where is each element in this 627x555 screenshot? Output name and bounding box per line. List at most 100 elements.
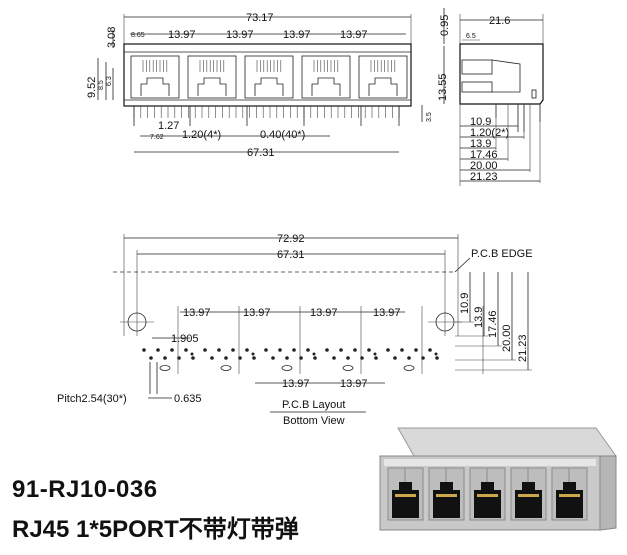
front-port-2 — [187, 55, 237, 99]
connector-render — [379, 427, 617, 531]
front-first-port-offset: 8.65 — [131, 32, 145, 39]
pcb-pad — [332, 356, 336, 360]
pcb-hole-offset: 0.635 — [174, 393, 202, 405]
front-pin-length: 3.5 — [426, 112, 433, 122]
pcb-pad — [251, 352, 255, 356]
pcb-pad — [292, 348, 296, 352]
pcb-pad — [190, 352, 194, 356]
front-pin-width-note: 1.20(4*) — [182, 129, 221, 141]
pcb-pitch-note: Pitch2.54(30*) — [57, 393, 127, 405]
front-pin-thickness-note: 0.40(40*) — [260, 129, 305, 141]
pcb-pad — [373, 352, 377, 356]
pcb-pad — [210, 356, 214, 360]
pcb-pad — [339, 348, 343, 352]
pcb-pad — [374, 356, 378, 360]
pcb-pitch-top-1: 13.97 — [183, 307, 211, 319]
pcb-pad — [312, 352, 316, 356]
side-dim-1: 10.9 — [470, 116, 491, 128]
pcb-pad — [271, 356, 275, 360]
front-port-3 — [244, 55, 294, 99]
side-dim-2: 1.20(2*) — [470, 127, 509, 139]
pcb-pad — [149, 356, 153, 360]
pcb-pad — [393, 356, 397, 360]
pcb-pitch-top-2: 13.97 — [243, 307, 271, 319]
side-depth: 21.6 — [489, 15, 510, 27]
front-port-pitch-3: 13.97 — [283, 29, 311, 41]
side-view: 21.6 0.95 6.5 13.55 10.91.20(2*)13.917.4… — [437, 8, 544, 186]
side-top-offset: 0.95 — [439, 15, 451, 36]
pcb-pad — [264, 348, 268, 352]
pcb-shield-slot — [281, 365, 293, 371]
front-port-pitch-2: 13.97 — [226, 29, 254, 41]
part-description: RJ45 1*5PORT不带灯带弹 — [12, 516, 299, 543]
pcb-pad — [184, 348, 188, 352]
pcb-pad — [191, 356, 195, 360]
pcb-pad — [156, 348, 160, 352]
pcb-pad — [217, 348, 221, 352]
front-overall-width: 73.17 — [246, 12, 274, 24]
front-height-1: 9.52 — [86, 77, 98, 98]
pcb-pitch-bottom-2: 13.97 — [340, 378, 368, 390]
pcb-edge-label: P.C.B EDGE — [471, 248, 533, 260]
pcb-pad — [245, 348, 249, 352]
pcb-pad — [428, 348, 432, 352]
pcb-pad — [285, 356, 289, 360]
side-dim-4: 17.46 — [470, 149, 498, 161]
pcb-pad — [163, 356, 167, 360]
pcb-shield-slot — [342, 365, 354, 371]
pcb-right-dim-2: 13.9 — [473, 307, 485, 328]
pcb-pad — [313, 356, 317, 360]
pcb-pad — [231, 348, 235, 352]
front-height-3: 6.3 — [106, 76, 113, 86]
pcb-pad — [434, 352, 438, 356]
pcb-pitch-bottom-1: 13.97 — [282, 378, 310, 390]
pcb-shield-slot — [159, 365, 171, 371]
pcb-pad — [386, 348, 390, 352]
front-pin-spacing: 1.27 — [158, 120, 179, 132]
pcb-pad — [353, 348, 357, 352]
pcb-pad — [367, 348, 371, 352]
pcb-pad — [252, 356, 256, 360]
pcb-pad — [306, 348, 310, 352]
front-port-1 — [130, 55, 180, 99]
pcb-pad — [278, 348, 282, 352]
pcb-pad — [346, 356, 350, 360]
pcb-pitch-top-4: 13.97 — [373, 307, 401, 319]
pcb-pad — [435, 356, 439, 360]
front-pin-offset: 7.62 — [150, 134, 164, 141]
pcb-peg-spacing: 67.31 — [277, 249, 305, 261]
pcb-pad — [400, 348, 404, 352]
pcb-overall: 72.92 — [277, 233, 305, 245]
pcb-caption-line2: Bottom View — [283, 415, 345, 427]
part-number: 91-RJ10-036 — [12, 476, 158, 503]
pcb-row-offset: 1.905 — [171, 333, 199, 345]
pcb-layout: 72.92 67.31 P.C.B EDGE 13.97 13.97 13.97… — [57, 233, 533, 427]
pcb-pitch-top-3: 13.97 — [310, 307, 338, 319]
side-height: 13.55 — [437, 73, 449, 101]
pcb-right-dim-5: 21.23 — [517, 334, 529, 362]
pcb-pad — [170, 348, 174, 352]
side-dim-3: 13.9 — [470, 138, 491, 150]
pcb-pad — [142, 348, 146, 352]
front-port-4 — [301, 55, 351, 99]
side-dim-5: 20.00 — [470, 160, 498, 172]
side-latch-offset: 6.5 — [466, 33, 476, 40]
pcb-pad — [224, 356, 228, 360]
pcb-pad — [407, 356, 411, 360]
front-port-pitch-4: 13.97 — [340, 29, 368, 41]
pcb-shield-slot — [403, 365, 415, 371]
pcb-pad — [414, 348, 418, 352]
pcb-right-dim-3: 17.46 — [487, 310, 499, 338]
front-height-2: 8.5 — [98, 80, 105, 90]
front-view: 73.17 8.65 13.97 13.97 13.97 13.97 3.08 … — [86, 12, 433, 159]
pcb-pad — [325, 348, 329, 352]
side-dim-6: 21.23 — [470, 171, 498, 183]
front-port-5 — [358, 55, 408, 99]
front-top-step: 3.08 — [106, 27, 118, 48]
front-port-pitch-1: 13.97 — [168, 29, 196, 41]
pcb-right-dim-1: 10.9 — [459, 293, 471, 314]
pcb-caption-line1: P.C.B Layout — [282, 399, 345, 411]
pcb-pad — [203, 348, 207, 352]
